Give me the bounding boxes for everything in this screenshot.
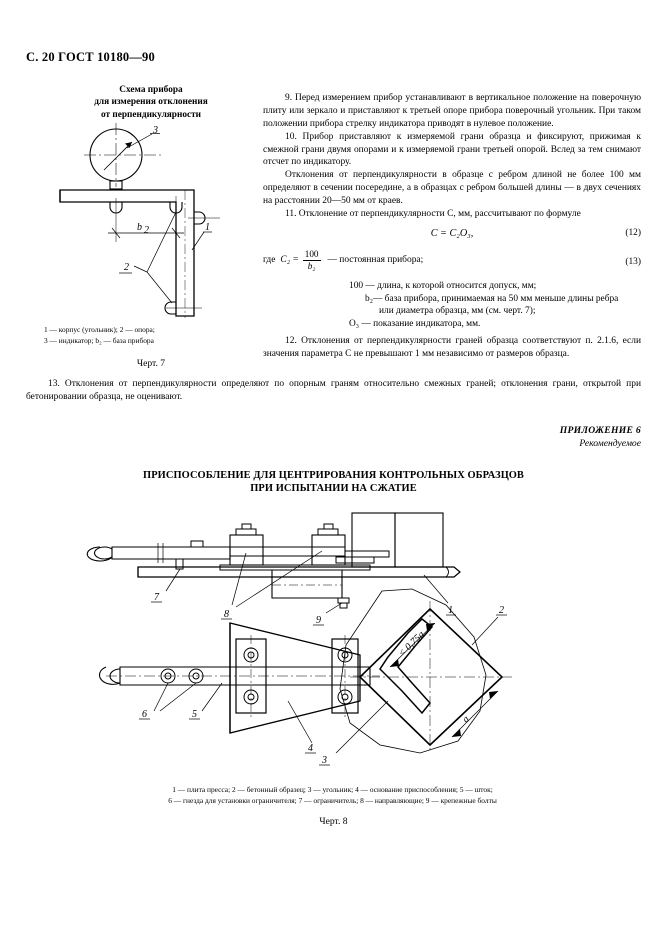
figure8-callout-8: 8	[224, 609, 229, 620]
figure8-callout-7: 7	[154, 592, 160, 603]
figure7-legend: 1 — корпус (угольник); 2 — опора; 3 — ин…	[44, 325, 259, 346]
formula-13-numerator: 100	[304, 248, 319, 259]
definition-b2: b₂— база прибора, принимаемая на 50 мм м…	[365, 293, 619, 304]
figure8-legend: 1 — плита пресса; 2 — бетонный образец; …	[60, 784, 605, 806]
paragraph-12: 12. Отклонения от перпендикулярности гра…	[263, 336, 641, 359]
formula-12: C = C₂O₃,	[430, 227, 474, 239]
figure8-callout-3: 3	[321, 755, 327, 766]
definition-b2-cont: или диаметра образца, мм (см. черт. 7);	[379, 306, 536, 317]
figure8-callout-4: 4	[308, 743, 313, 754]
figure7-callout-3: 3	[152, 125, 158, 136]
section-title-line2: ПРИ ИСПЫТАНИИ НА СЖАТИЕ	[250, 483, 417, 495]
paragraph-13: 13. Отклонения от перпендикулярности опр…	[26, 379, 641, 402]
paragraph-10b: Отклонения от перпендикулярности в образ…	[263, 170, 641, 207]
formula-12-row: C = C₂O₃, (12)	[263, 227, 641, 243]
definition-100: 100 — длина, к которой относится допуск,…	[349, 280, 537, 291]
figure7-legend-line1: 1 — корпус (угольник); 2 — опора;	[44, 325, 155, 334]
figure8-caption: Черт. 8	[319, 816, 348, 827]
figure7-dimension-b2: b	[137, 222, 142, 233]
formula-12-number: (12)	[625, 227, 641, 238]
paragraph-9: 9. Перед измерением прибор устанавливают…	[263, 93, 641, 129]
formula-13-lead: где	[263, 255, 276, 266]
figure8-callout-5: 5	[192, 709, 197, 720]
figure8-legend-line1: 1 — плита пресса; 2 — бетонный образец; …	[172, 785, 493, 794]
figure7-callout-1: 1	[205, 222, 210, 233]
section-title-line1: ПРИСПОСОБЛЕНИЕ ДЛЯ ЦЕНТРИРОВАНИЯ КОНТРОЛ…	[143, 470, 524, 481]
figure8-dimension-a: a	[460, 714, 471, 725]
angle-bracket-3	[379, 617, 434, 715]
figure7-caption: Черт. 7	[136, 358, 166, 369]
figure7-legend-line2: 3 — индикатор; b₂ — база прибора	[44, 335, 154, 345]
section-title: ПРИСПОСОБЛЕНИЕ ДЛЯ ЦЕНТРИРОВАНИЯ КОНТРОЛ…	[26, 469, 641, 496]
figure7-drawing: 3 2 1 b 2	[52, 120, 262, 320]
body-text-column: 9. Перед измерением прибор устанавливают…	[263, 92, 641, 361]
appendix-label: ПРИЛОЖЕНИЕ 6	[559, 425, 641, 436]
figure7-title-line1: Схема прибора	[119, 85, 183, 95]
figure8-callout-2: 2	[499, 605, 504, 616]
formula-13-denominator: b₂	[307, 261, 316, 272]
figure7-dimension-b2-sub: 2	[144, 225, 149, 236]
paragraph-11: 11. Отклонение от перпендикулярности С, …	[285, 209, 581, 220]
formula-13-number: (13)	[625, 256, 641, 267]
formula-13-fraction: 100 b₂	[302, 248, 321, 272]
paragraph-13-block: 13. Отклонения от перпендикулярности опр…	[26, 378, 641, 404]
figure8-svg: 7 8 9 1	[86, 512, 512, 766]
appendix-marker: ПРИЛОЖЕНИЕ 6 Рекомендуемое	[560, 424, 641, 451]
definition-O3: O₃ — показание индикатора, мм.	[349, 319, 481, 330]
page-header-reference: С. 20 ГОСТ 10180—90	[26, 50, 155, 64]
formula-13-lhs: C₂ =	[280, 255, 299, 266]
appendix-kind: Рекомендуемое	[579, 438, 641, 450]
specimen-outline	[339, 588, 487, 754]
figure7-title: Схема прибора для измерения отклонения о…	[36, 84, 266, 121]
formula-13-definitions: 100 — длина, к которой относится допуск,…	[349, 280, 641, 331]
figure7-svg: 3 2 1 b 2	[59, 123, 220, 318]
figure8-callout-6: 6	[142, 709, 147, 720]
figure7-callout-2: 2	[124, 262, 129, 273]
figure7-title-line2: для измерения отклонения	[94, 97, 208, 108]
formula-13-tail: — постоянная прибора;	[327, 255, 424, 266]
figure8-callout-9: 9	[316, 615, 321, 626]
fraction-bar-icon	[302, 260, 321, 262]
figure8-dimension-diagonal: < 0,75a	[396, 629, 426, 659]
shaft-5	[119, 666, 371, 686]
figure7-title-line3: от перпендикулярности	[100, 109, 202, 120]
figure8-drawing: 7 8 9 1	[50, 505, 610, 780]
formula-13-row: где C₂ = 100 b₂ — постоянная прибора; (1…	[263, 248, 641, 276]
figure8-legend-line2: 6 — гнезда для установки ограничителя; 7…	[168, 796, 497, 806]
paragraph-10: 10. Прибор приставляют к измеряемой гран…	[263, 131, 641, 168]
